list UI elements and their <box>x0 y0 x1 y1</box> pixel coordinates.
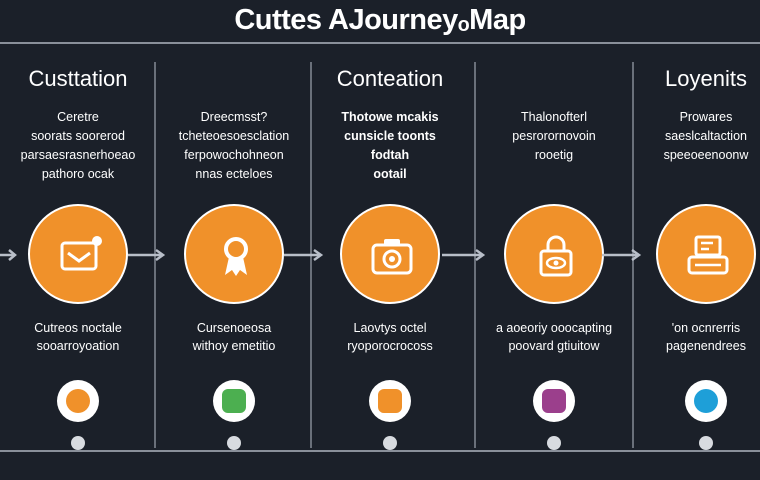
page-title: Cuttes AJourneyₒMap <box>234 4 526 36</box>
flow-arrow <box>284 248 324 262</box>
stage-icon-circle <box>340 204 440 304</box>
stage-description: Ceretre soorats soorerod parsaesrasnerho… <box>20 110 136 181</box>
app-icon <box>222 389 246 413</box>
stage-title: Custtation <box>28 66 128 91</box>
stage-badge <box>369 380 411 422</box>
stage-caption: Cursenoeosa withoy emetitio <box>192 321 276 353</box>
refresh-icon <box>694 389 718 413</box>
shield-icon <box>66 389 90 413</box>
stage-title: Conteation <box>336 66 444 91</box>
timeline-dot <box>227 436 241 450</box>
stage-1: Custtation Ceretre soorats soorerod pars… <box>0 44 156 450</box>
bag-icon <box>542 389 566 413</box>
stage-5: Loyenits Prowares saeslcaltaction speeoe… <box>628 44 760 450</box>
stage-2: Dreecmsst? tcheteoesoesclation ferpowoch… <box>156 44 312 450</box>
stage-icon-circle <box>28 204 128 304</box>
stage-caption: 'on ocnrerris pagenendrees <box>666 321 746 353</box>
timeline-dot <box>547 436 561 450</box>
timeline-dot <box>383 436 397 450</box>
stage-3: Conteation Thotowe mcakis cunsicle toont… <box>312 44 468 450</box>
stage-description: Thotowe mcakis cunsicle toonts fodtah oo… <box>341 110 439 181</box>
stage-caption: Laovtys octel ryoporocrocoss <box>347 321 433 353</box>
flow-arrow <box>442 248 486 262</box>
stage-description: Dreecmsst? tcheteoesoesclation ferpowoch… <box>178 110 290 181</box>
camera-icon <box>371 239 413 275</box>
top-divider <box>0 42 760 44</box>
lock-eye-icon <box>539 235 573 277</box>
stage-badge <box>57 380 99 422</box>
flow-arrow <box>128 248 166 262</box>
document-icon <box>378 389 402 413</box>
stage-title: Loyenits <box>665 66 747 91</box>
stage-caption: a aoeoriy ooocapting poovard gtiuitow <box>495 321 613 353</box>
stage-badge <box>685 380 727 422</box>
stage-caption: Cutreos noctale sooarroyoation <box>34 321 122 353</box>
award-ribbon-icon <box>224 237 248 276</box>
register-icon <box>687 235 729 275</box>
stage-description: Thalonofterl pesrorornovoin rooetig <box>512 110 596 162</box>
stage-4: Thalonofterl pesrorornovoin rooetig a ao… <box>476 44 632 450</box>
flow-arrow <box>602 248 642 262</box>
stage-badge <box>533 380 575 422</box>
stage-icon-circle <box>656 204 756 304</box>
bottom-timeline <box>0 450 760 452</box>
stage-icon-circle <box>504 204 604 304</box>
stage-badge <box>213 380 255 422</box>
timeline-dot <box>699 436 713 450</box>
timeline-dot <box>71 436 85 450</box>
stage-icon-circle <box>184 204 284 304</box>
stage-description: Prowares saeslcaltaction speeoeenoonw <box>663 110 749 162</box>
envelope-icon <box>60 236 102 271</box>
flow-arrow <box>0 249 17 261</box>
